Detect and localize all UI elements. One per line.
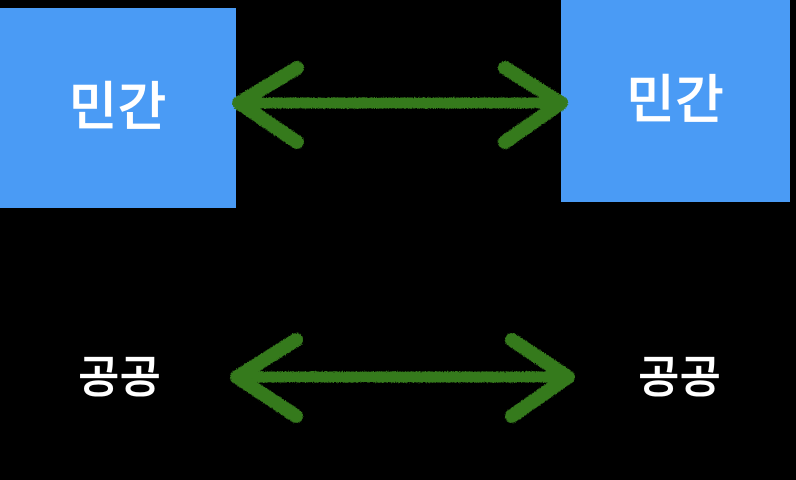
arrow-right-head-icon — [498, 61, 568, 149]
node-public-right[interactable]: 공공 — [590, 330, 770, 426]
arrow-public-public — [230, 333, 575, 423]
arrow-right-head-icon — [505, 333, 575, 423]
node-public-left[interactable]: 공공 — [30, 330, 210, 426]
arrow-left-head-icon — [230, 333, 303, 423]
node-private-left-label: 민간 — [69, 78, 167, 138]
arrow-private-private — [232, 61, 568, 149]
node-private-right[interactable]: 민간 — [561, 0, 790, 202]
node-private-right-label: 민간 — [626, 71, 725, 131]
node-private-left[interactable]: 민간 — [0, 8, 236, 208]
node-public-right-label: 공공 — [638, 352, 722, 403]
node-public-left-label: 공공 — [78, 352, 162, 403]
arrow-left-head-icon — [232, 61, 304, 149]
